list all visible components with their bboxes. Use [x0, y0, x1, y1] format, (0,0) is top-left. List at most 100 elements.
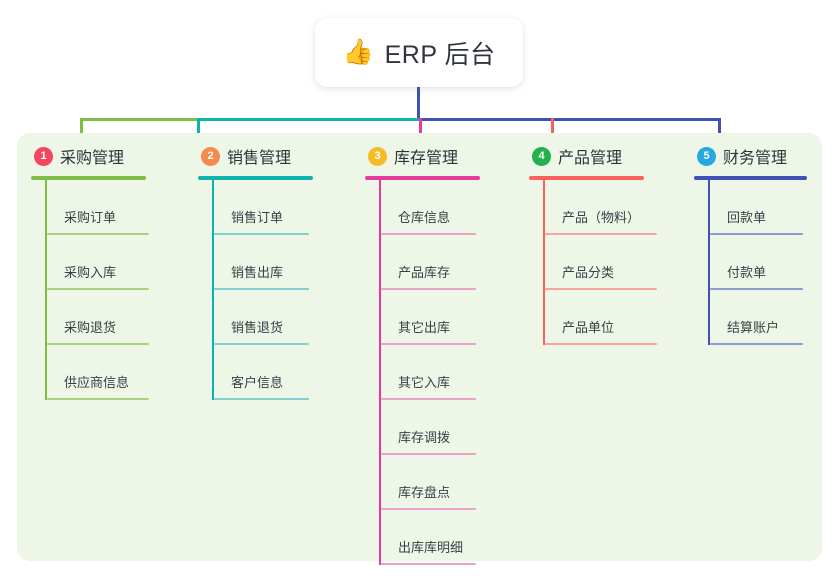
column-header-1[interactable]: 1 采购管理: [31, 143, 146, 169]
connector-root-stem: [417, 87, 420, 121]
column-1: 1 采购管理采购订单采购入库采购退货供应商信息: [31, 143, 149, 400]
column-4: 4 产品管理产品（物料） 产品分类产品单位: [529, 143, 657, 345]
root-title: ERP 后台: [384, 40, 496, 69]
list-item[interactable]: 采购订单: [47, 180, 149, 235]
list-item-rule: [381, 233, 476, 235]
column-title: 销售管理: [227, 150, 292, 167]
column-header-2[interactable]: 2 销售管理: [198, 143, 313, 169]
list-item[interactable]: 回款单: [710, 180, 807, 235]
list-item-rule: [545, 343, 657, 345]
root-node[interactable]: 👍 ERP 后台: [315, 18, 523, 87]
list-item-label: 其它出库: [398, 320, 451, 335]
list-item[interactable]: 产品单位: [545, 290, 657, 345]
list-item-label: 客户信息: [231, 375, 284, 390]
list-item[interactable]: 出库库明细: [381, 510, 480, 565]
list-item-label: 回款单: [727, 210, 767, 225]
column-branch-1: 采购订单采购入库采购退货供应商信息: [45, 180, 149, 400]
column-header-4[interactable]: 4 产品管理: [529, 143, 644, 169]
diagram-panel: [17, 133, 822, 561]
list-item-label: 付款单: [727, 265, 767, 280]
list-item-rule: [47, 398, 149, 400]
list-item-rule: [710, 288, 803, 290]
column-badge-2: 2: [201, 146, 220, 166]
list-item[interactable]: 产品库存: [381, 235, 480, 290]
column-title: 采购管理: [60, 150, 125, 167]
list-item-label: 采购退货: [64, 320, 117, 335]
list-item[interactable]: 产品（物料）: [545, 180, 657, 235]
list-item-rule: [47, 288, 149, 290]
list-item-rule: [381, 563, 476, 565]
list-item-rule: [545, 233, 657, 235]
column-header-rule: [365, 176, 480, 180]
column-branch-4: 产品（物料） 产品分类产品单位: [543, 180, 657, 345]
list-item-rule: [47, 343, 149, 345]
list-item-rule: [381, 343, 476, 345]
list-item[interactable]: 销售订单: [214, 180, 313, 235]
list-item-label: 销售出库: [231, 265, 284, 280]
column-badge-4: 4: [532, 146, 551, 166]
list-item[interactable]: 付款单: [710, 235, 807, 290]
list-item-label: 产品（物料）: [562, 210, 641, 225]
list-item-label: 库存调拨: [398, 430, 451, 445]
list-item-label: 销售订单: [231, 210, 284, 225]
list-item-rule: [381, 508, 476, 510]
list-item-label: 销售退货: [231, 320, 284, 335]
list-item[interactable]: 结算账户: [710, 290, 807, 345]
column-5: 5 财务管理回款单付款单结算账户: [694, 143, 807, 345]
list-item-rule: [545, 288, 657, 290]
list-item[interactable]: 仓库信息: [381, 180, 480, 235]
list-item-label: 供应商信息: [64, 375, 130, 390]
list-item[interactable]: 采购退货: [47, 290, 149, 345]
list-item[interactable]: 采购入库: [47, 235, 149, 290]
list-item-label: 出库库明细: [398, 540, 464, 555]
list-item-label: 库存盘点: [398, 485, 451, 500]
column-title: 库存管理: [394, 150, 459, 167]
column-2: 2 销售管理销售订单销售出库销售退货客户信息: [198, 143, 313, 400]
connector-bar-segment-1: [80, 118, 197, 121]
column-branch-2: 销售订单销售出库销售退货客户信息: [212, 180, 313, 400]
list-item-rule: [214, 398, 309, 400]
list-item-label: 产品单位: [562, 320, 615, 335]
list-item-rule: [381, 453, 476, 455]
connector-bar-segment-2: [197, 118, 419, 121]
column-branch-3: 仓库信息产品库存其它出库其它入库库存调拨库存盘点出库库明细: [379, 180, 480, 565]
list-item[interactable]: 其它入库: [381, 345, 480, 400]
column-badge-5: 5: [697, 146, 716, 166]
column-header-rule: [31, 176, 146, 180]
column-header-5[interactable]: 5 财务管理: [694, 143, 807, 169]
column-3: 3 库存管理仓库信息产品库存其它出库其它入库库存调拨库存盘点出库库明细: [365, 143, 480, 565]
list-item[interactable]: 产品分类: [545, 235, 657, 290]
list-item-label: 采购订单: [64, 210, 117, 225]
list-item-rule: [214, 343, 309, 345]
column-badge-1: 1: [34, 146, 53, 166]
list-item[interactable]: 供应商信息: [47, 345, 149, 400]
list-item-rule: [214, 288, 309, 290]
list-item-rule: [710, 343, 803, 345]
column-header-rule: [198, 176, 313, 180]
list-item[interactable]: 客户信息: [214, 345, 313, 400]
list-item-label: 产品分类: [562, 265, 615, 280]
list-item[interactable]: 库存盘点: [381, 455, 480, 510]
column-badge-3: 3: [368, 146, 387, 166]
list-item-rule: [710, 233, 803, 235]
list-item[interactable]: 其它出库: [381, 290, 480, 345]
list-item-rule: [381, 288, 476, 290]
list-item-label: 结算账户: [727, 320, 780, 335]
list-item-rule: [381, 398, 476, 400]
list-item-label: 仓库信息: [398, 210, 451, 225]
connector-bar-segment-3: [419, 118, 720, 121]
list-item-rule: [47, 233, 149, 235]
column-branch-5: 回款单付款单结算账户: [708, 180, 807, 345]
column-header-3[interactable]: 3 库存管理: [365, 143, 480, 169]
list-item-label: 产品库存: [398, 265, 451, 280]
list-item-rule: [214, 233, 309, 235]
list-item[interactable]: 库存调拨: [381, 400, 480, 455]
list-item-label: 其它入库: [398, 375, 451, 390]
column-title: 产品管理: [558, 150, 623, 167]
list-item-label: 采购入库: [64, 265, 117, 280]
list-item[interactable]: 销售退货: [214, 290, 313, 345]
column-title: 财务管理: [723, 150, 788, 167]
thumbs-up-icon: 👍: [342, 38, 374, 66]
column-header-rule: [694, 176, 807, 180]
list-item[interactable]: 销售出库: [214, 235, 313, 290]
